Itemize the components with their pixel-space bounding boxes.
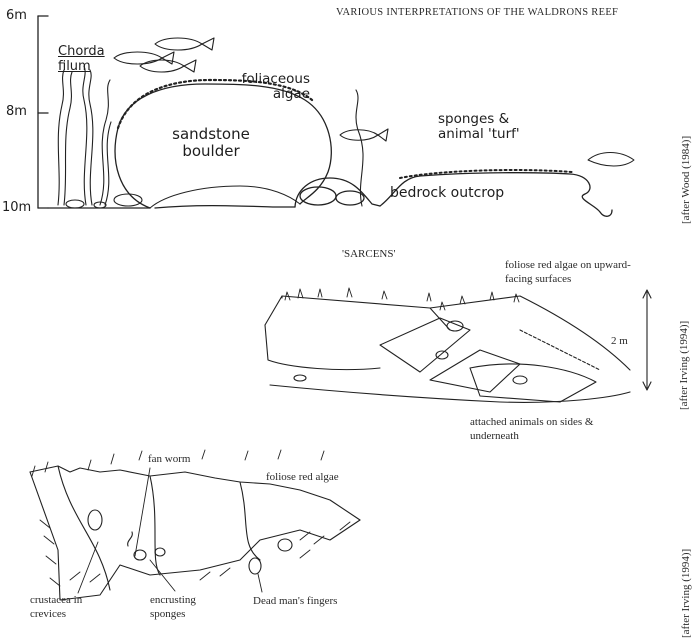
credit-wood-1984: [after Wood (1984)] [680, 136, 692, 224]
credit-irving-1994-a: [after Irving (1994)] [678, 321, 690, 410]
label-sponges-turf: sponges & animal 'turf' [438, 112, 520, 142]
label-dead-mans-fingers: Dead man's fingers [253, 594, 337, 608]
depth-scale [38, 16, 48, 208]
label-encrusting-sponges: encrusting sponges [150, 593, 230, 621]
label-chorda-filum: Chorda filum [58, 44, 108, 74]
label-foliose-red-algae: foliose red algae [266, 470, 339, 484]
depth-label-6m: 6m [6, 8, 27, 23]
label-foliaceous-algae: foliaceous algae [230, 72, 310, 102]
sarcens-heading: 'SARCENS' [342, 247, 395, 261]
credit-irving-1994-b: [after Irving (1994)] [680, 549, 692, 638]
depth-label-10m: 10m [2, 200, 31, 215]
label-fan-worm: fan worm [148, 452, 190, 466]
label-scale-2m: 2 m [611, 334, 628, 348]
scale-arrow [643, 290, 651, 390]
label-crustacea: crustacea in crevices [30, 593, 110, 621]
label-foliose-red-upward: foliose red algae on upward-facing surfa… [505, 258, 645, 286]
seabed-line [48, 206, 295, 208]
label-attached-animals: attached animals on sides & underneath [470, 415, 600, 443]
page-title: VARIOUS INTERPRETATIONS OF THE WALDRONS … [336, 7, 618, 18]
label-bedrock-outcrop: bedrock outcrop [390, 186, 504, 201]
chorda-filum-drawing [58, 66, 142, 208]
label-sandstone-boulder: sandstone boulder [168, 126, 254, 160]
sarcens-drawing [265, 288, 630, 402]
depth-label-8m: 8m [6, 104, 27, 119]
